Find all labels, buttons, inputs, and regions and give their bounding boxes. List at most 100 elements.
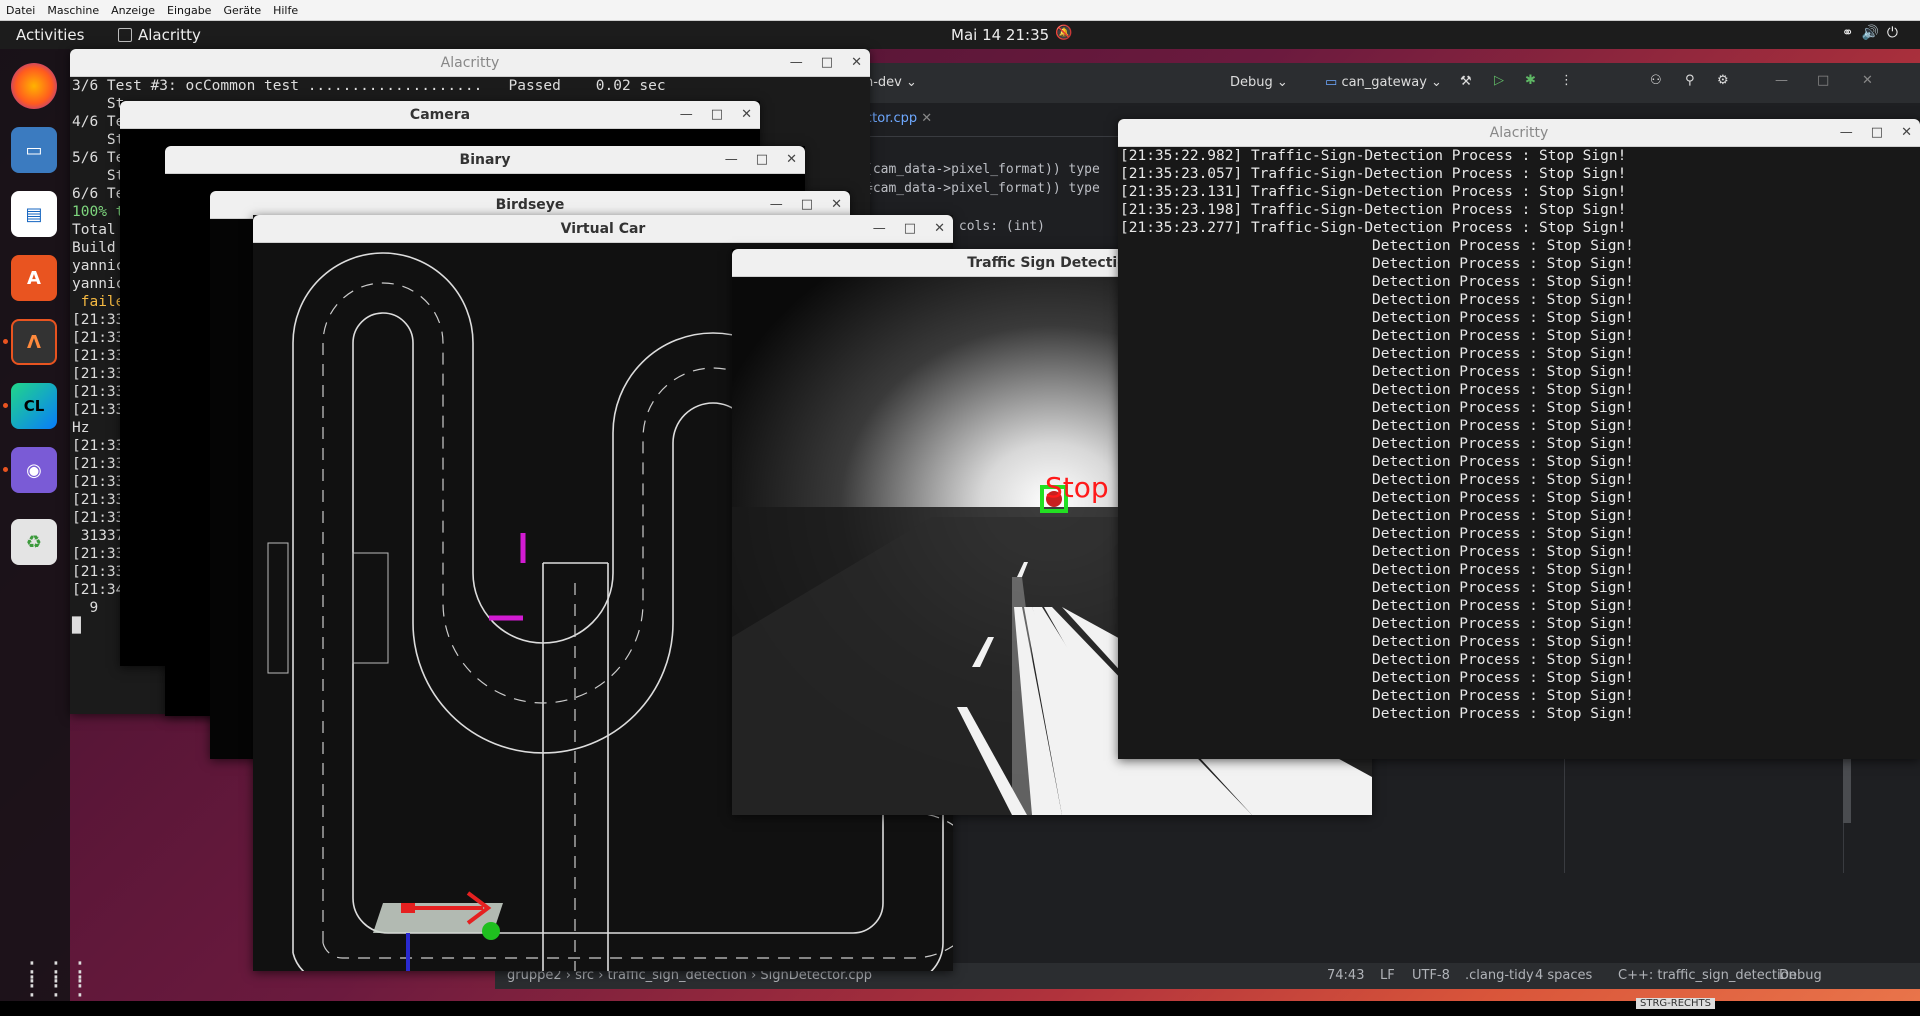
terminal-line: Detection Process : Stop Sign! bbox=[1372, 310, 1634, 326]
minimize-button[interactable]: — bbox=[872, 221, 886, 236]
window-controls: — □ ✕ bbox=[790, 49, 862, 77]
alacritty-dock-icon[interactable]: Λ bbox=[11, 319, 57, 365]
firefox-icon[interactable] bbox=[11, 63, 57, 109]
focused-app-menu[interactable]: Alacritty bbox=[118, 26, 201, 44]
window-titlebar[interactable]: Alacritty —□✕ bbox=[70, 49, 870, 77]
window-title: Alacritty bbox=[1489, 125, 1549, 141]
window-titlebar[interactable]: Virtual Car —□✕ bbox=[253, 215, 953, 243]
writer-icon[interactable]: ▤ bbox=[11, 191, 57, 237]
menu-datei[interactable]: Datei bbox=[6, 3, 36, 17]
terminal-line: [21:33 bbox=[72, 546, 125, 562]
maximize-button[interactable]: □ bbox=[1870, 125, 1884, 140]
close-button[interactable]: ✕ bbox=[831, 197, 842, 212]
activities-button[interactable]: Activities bbox=[16, 26, 85, 44]
files-icon[interactable]: ▭ bbox=[11, 127, 57, 173]
terminal-line: Build bbox=[72, 240, 116, 256]
minimize-button[interactable]: — bbox=[724, 152, 738, 167]
minimize-button[interactable]: — bbox=[679, 107, 693, 122]
trash-icon[interactable]: ♻ bbox=[11, 519, 57, 565]
mode[interactable]: Debug bbox=[1779, 968, 1822, 983]
tab-label: ctor.cpp bbox=[865, 111, 918, 126]
breadcrumb-item[interactable]: traffic_sign_detection bbox=[607, 968, 747, 983]
window-titlebar[interactable]: Alacritty — □ ✕ bbox=[1118, 119, 1920, 147]
minimize-button[interactable]: — bbox=[769, 197, 783, 212]
line-ending[interactable]: LF bbox=[1380, 968, 1395, 983]
minimize-button[interactable]: — bbox=[1839, 125, 1853, 140]
terminal-line: [21:33 bbox=[72, 456, 125, 472]
maximize-button[interactable]: □ bbox=[800, 197, 814, 212]
close-button[interactable]: ✕ bbox=[1901, 125, 1912, 140]
terminal-line: [21:33 bbox=[72, 312, 125, 328]
terminal-line: Hz bbox=[72, 420, 90, 436]
minimize-button[interactable]: — bbox=[789, 55, 803, 70]
run-icon[interactable]: ▷ bbox=[1494, 73, 1504, 88]
terminal-line: [21:33 bbox=[72, 366, 125, 382]
terminal-line: [21:33 bbox=[72, 330, 125, 346]
clock[interactable]: Mai 14 21:35 bbox=[951, 26, 1050, 44]
maximize-button[interactable]: □ bbox=[903, 221, 917, 236]
code-line: (cam_data->pixel_format)) type bbox=[865, 181, 1100, 196]
window-title: Binary bbox=[459, 152, 511, 168]
menu-geraete[interactable]: Geräte bbox=[223, 3, 262, 17]
terminal-line: Detection Process : Stop Sign! bbox=[1372, 670, 1634, 686]
maximize-button[interactable]: □ bbox=[820, 55, 834, 70]
terminal-line: faile bbox=[72, 294, 125, 310]
github-icon[interactable]: ◉ bbox=[11, 447, 57, 493]
breadcrumb-item[interactable]: SignDetector.cpp bbox=[760, 968, 872, 983]
terminal-output[interactable]: 3/6 Test #3: ocCommon test .............… bbox=[70, 77, 870, 714]
system-tray[interactable]: ⚭🔊⏻ bbox=[1842, 25, 1906, 41]
debug-icon[interactable]: ✱ bbox=[1525, 73, 1536, 88]
maximize-button[interactable]: □ bbox=[755, 152, 769, 167]
notification-icon[interactable]: 🔕 bbox=[1055, 25, 1073, 41]
close-button[interactable]: ✕ bbox=[934, 221, 945, 236]
menu-eingabe[interactable]: Eingabe bbox=[167, 3, 212, 17]
project-menu[interactable]: n-dev ⌄ bbox=[865, 75, 917, 90]
breadcrumb-item[interactable]: gruppe2 bbox=[507, 968, 562, 983]
software-icon[interactable]: A bbox=[11, 255, 57, 301]
close-button[interactable]: ✕ bbox=[741, 107, 752, 122]
encoding[interactable]: UTF-8 bbox=[1412, 968, 1450, 983]
window-titlebar[interactable]: Binary — □ ✕ bbox=[165, 146, 805, 174]
terminal-line: Detection Process : Stop Sign! bbox=[1372, 292, 1634, 308]
minimize-button[interactable]: — bbox=[1775, 73, 1788, 88]
cursor-position[interactable]: 74:43 bbox=[1327, 968, 1365, 983]
clang-tidy[interactable]: .clang-tidy bbox=[1465, 968, 1534, 983]
alacritty-icon bbox=[118, 28, 132, 42]
clion-icon[interactable]: CL bbox=[11, 383, 57, 429]
menu-anzeige[interactable]: Anzeige bbox=[111, 3, 155, 17]
maximize-button[interactable]: □ bbox=[1817, 73, 1830, 88]
window-controls: — □ ✕ bbox=[725, 146, 797, 174]
terminal-line: Detection Process : Stop Sign! bbox=[1372, 634, 1634, 650]
track-map[interactable] bbox=[253, 243, 953, 971]
terminal-line: Detection Process : Stop Sign! bbox=[1372, 688, 1634, 704]
indent[interactable]: 4 spaces bbox=[1535, 968, 1593, 983]
show-apps-icon[interactable]: ⋮⋮⋮⋮⋮⋮ bbox=[19, 957, 93, 1001]
dock: ▭ ▤ A Λ CL ◉ ♻ ⋮⋮⋮⋮⋮⋮ bbox=[0, 49, 93, 1001]
maximize-button[interactable]: □ bbox=[710, 107, 724, 122]
window-controls: — □ ✕ bbox=[1840, 119, 1912, 147]
close-button[interactable]: ✕ bbox=[851, 55, 862, 70]
terminal-line: Detection Process : Stop Sign! bbox=[1372, 706, 1634, 722]
tab-signdetector[interactable]: ctor.cpp ✕ bbox=[865, 111, 932, 126]
search-icon[interactable]: ⚲ bbox=[1685, 73, 1695, 88]
add-user-icon[interactable]: ⚇ bbox=[1650, 73, 1662, 88]
close-button[interactable]: ✕ bbox=[786, 152, 797, 167]
target-label: can_gateway bbox=[1341, 75, 1427, 90]
settings-icon[interactable]: ⚙ bbox=[1717, 73, 1729, 88]
terminal-line: [21:33 bbox=[72, 438, 125, 454]
tab-close-icon[interactable]: ✕ bbox=[921, 111, 933, 126]
breadcrumb-item[interactable]: src bbox=[575, 968, 595, 983]
window-titlebar[interactable]: Camera —□✕ bbox=[120, 101, 760, 129]
more-icon[interactable]: ⋮ bbox=[1560, 73, 1573, 88]
config-select[interactable]: Debug ⌄ bbox=[1230, 75, 1288, 90]
close-button[interactable]: ✕ bbox=[1862, 73, 1873, 88]
menu-hilfe[interactable]: Hilfe bbox=[273, 3, 299, 17]
scrollbar[interactable] bbox=[1843, 723, 1851, 823]
menu-maschine[interactable]: Maschine bbox=[47, 3, 100, 17]
terminal-line: Detection Process : Stop Sign! bbox=[1372, 400, 1634, 416]
terminal-output[interactable]: [21:35:22.982] Traffic-Sign-Detection Pr… bbox=[1118, 147, 1920, 759]
target-select[interactable]: ▭ can_gateway ⌄ bbox=[1325, 75, 1442, 90]
language-context[interactable]: C++: traffic_sign_detection bbox=[1618, 968, 1797, 983]
terminal-line: Detection Process : Stop Sign! bbox=[1372, 328, 1634, 344]
build-icon[interactable]: ⚒ bbox=[1460, 74, 1472, 89]
